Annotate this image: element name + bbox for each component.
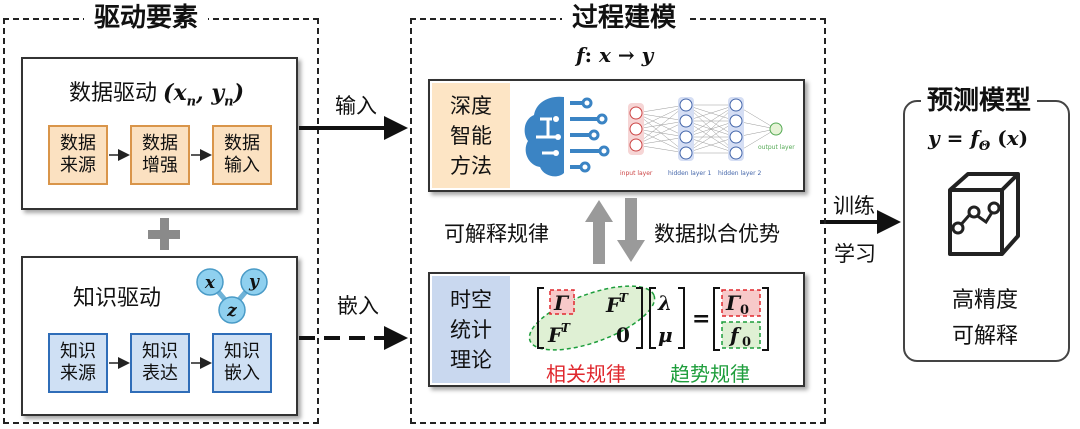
knowledge-driven-panel: 知识驱动 x y z 知识 来源 知识 表达 知识 嵌入 xyxy=(21,256,298,416)
molecule-icon: x y z xyxy=(196,268,268,324)
nn-input-layer-label: input layer xyxy=(620,170,653,177)
brain-circuit-icon xyxy=(524,96,610,177)
process-title: 过程建模 xyxy=(562,3,687,33)
knowledge-express-step: 知识 表达 xyxy=(130,333,190,393)
bidirectional-arrows xyxy=(585,198,645,264)
data-input-step: 数据 输入 xyxy=(212,125,272,185)
up-arrow xyxy=(585,200,613,264)
molecule-z-label: z xyxy=(226,301,237,321)
molecule-x-label: x xyxy=(204,273,216,293)
svg-text:0: 0 xyxy=(616,323,630,347)
nn-hidden2-label: hidden layer 2 xyxy=(718,170,761,177)
svg-text:Γ: Γ xyxy=(553,291,570,315)
svg-text:λ: λ xyxy=(657,291,672,315)
knowledge-source-step: 知识 来源 xyxy=(48,333,108,393)
svg-text:Γ: Γ xyxy=(725,291,742,315)
train-label: 训练 xyxy=(833,194,875,218)
nn-hidden1-label: hidden layer 1 xyxy=(668,170,711,177)
svg-text:T: T xyxy=(561,321,571,335)
svg-text:0: 0 xyxy=(742,335,751,350)
down-arrow xyxy=(617,198,645,262)
high-accuracy-label: 高精度 xyxy=(952,288,1019,313)
cube-chart-icon xyxy=(948,172,1020,256)
interpretable-law-label: 可解释规律 xyxy=(444,222,549,246)
nn-output-layer-label: output layer xyxy=(758,144,795,151)
prediction-model-box xyxy=(903,100,1070,362)
data-augment-step: 数据 增强 xyxy=(130,125,190,185)
spatiotemporal-panel: 时空 统计 理论 Γ F T F T 0 λ μ = Γ 0 f 0 相关规律 … xyxy=(428,272,805,387)
molecule-y-label: y xyxy=(248,272,260,292)
neural-network-icon: input layer hidden layer 1 hidden layer … xyxy=(620,97,795,177)
input-label: 输入 xyxy=(335,94,377,118)
svg-text:T: T xyxy=(619,291,629,305)
deep-method-label: 深度 智能 方法 xyxy=(432,83,510,188)
knowledge-embed-step: 知识 嵌入 xyxy=(212,333,272,393)
spatiotemporal-label: 时空 统计 理论 xyxy=(432,276,510,383)
embed-label: 嵌入 xyxy=(337,294,379,318)
learn-label: 学习 xyxy=(834,242,876,266)
trend-law-label: 趋势规律 xyxy=(670,362,750,386)
prediction-formula: y = fΘ (x) xyxy=(928,126,1029,154)
svg-text:f: f xyxy=(728,323,742,347)
svg-text:F: F xyxy=(547,323,564,347)
svg-text:F: F xyxy=(605,293,622,317)
svg-text:0: 0 xyxy=(740,303,749,318)
data-fit-advantage-label: 数据拟合优势 xyxy=(654,222,780,246)
svg-text:μ: μ xyxy=(658,323,673,347)
kriging-matrix-equation: Γ F T F T 0 λ μ = Γ 0 f 0 xyxy=(528,285,769,351)
prediction-title: 预测模型 xyxy=(921,86,1038,116)
data-driven-formula: (xn, yn) xyxy=(163,80,245,110)
knowledge-driven-title: 知识驱动 xyxy=(73,286,162,311)
data-driven-title: 数据驱动(xn, yn) xyxy=(69,80,245,110)
svg-text:=: = xyxy=(692,306,710,332)
knowledge-step-arrows xyxy=(109,357,212,369)
data-driven-panel: 数据驱动(xn, yn) 数据 来源 数据 增强 数据 输入 xyxy=(21,57,298,210)
deep-method-panel: 深度 智能 方法 xyxy=(428,79,805,192)
process-formula: f: x → y xyxy=(576,43,654,67)
data-step-arrows xyxy=(109,149,212,161)
data-source-step: 数据 来源 xyxy=(48,125,108,185)
interpretable-label: 可解释 xyxy=(952,324,1019,349)
drivers-title: 驱动要素 xyxy=(84,3,209,33)
plus-icon xyxy=(148,218,180,250)
correlation-law-label: 相关规律 xyxy=(546,362,626,386)
